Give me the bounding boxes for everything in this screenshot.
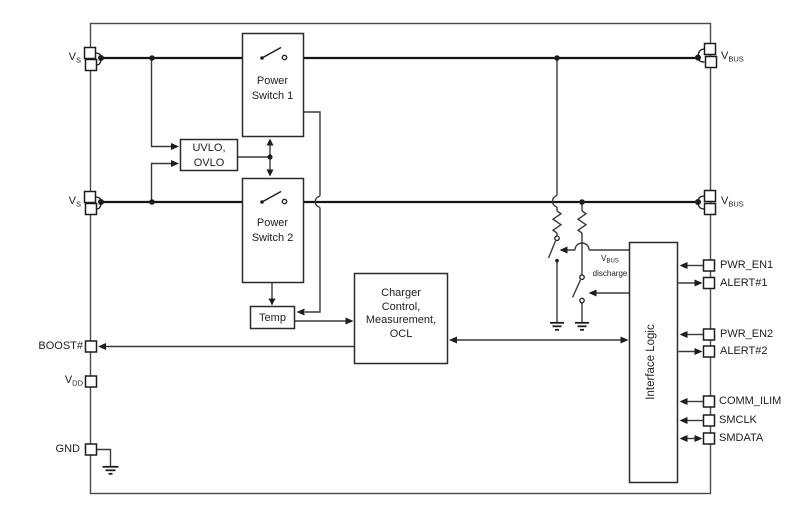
ps2-control-arrow — [266, 169, 274, 177]
signal-wires — [96, 58, 703, 466]
smdata-pin-pad — [702, 432, 716, 445]
alert1-pin-pad — [702, 276, 716, 290]
discharge2-switch-blade — [571, 279, 582, 298]
comm-ilim-pin-pad — [702, 395, 716, 408]
alert2-arrow — [694, 348, 703, 355]
uvlo-feed2-wire — [150, 162, 171, 202]
discharge1-upper-wire — [551, 58, 558, 211]
uvlo-feed2-arrow — [171, 160, 179, 167]
vbus2-pin-pad — [703, 189, 717, 203]
discharge2-resistor-icon — [576, 210, 588, 234]
discharge2-switch-icon — [579, 274, 585, 304]
alert1-arrow — [694, 279, 703, 287]
discharge2-ground-icon — [575, 321, 589, 331]
pin-label-comm-ilim: COMM_ILIM — [719, 395, 782, 407]
pin-label-gnd: GND — [55, 443, 80, 455]
charger-bidir-right-arrow — [620, 336, 629, 344]
pin-label-vbus2: VBUS — [721, 195, 744, 209]
power-switch-icons — [260, 46, 585, 304]
power-switch-1-block — [241, 32, 305, 138]
temp-input-arrow — [296, 308, 305, 316]
uvlo-ovlo-label: UVLO, OVLO — [192, 142, 226, 169]
charger-bidir-left-arrow — [449, 336, 457, 344]
vs1-pin-pad — [83, 46, 97, 60]
function-blocks — [179, 32, 679, 484]
pin-label-boost: BOOST# — [38, 340, 83, 352]
pin-label-vs1: VS — [68, 51, 81, 65]
power-nets — [101, 56, 698, 204]
pin-label-vdd: VDD — [64, 374, 83, 388]
temp-block — [249, 305, 296, 330]
discharge1-ground-icon — [550, 321, 564, 331]
ic-boundary — [89, 22, 712, 495]
vbus-discharge-label: VBUS discharge — [592, 254, 628, 278]
interface-logic-label: Interface Logic — [645, 324, 657, 400]
vs1-pin-pad2 — [84, 58, 98, 72]
discharge1-switch-icon — [554, 235, 560, 263]
arrowheads — [98, 138, 703, 442]
switch1-icon — [260, 46, 288, 61]
uvlo-ovlo-block — [179, 138, 239, 172]
charger-control-block — [353, 272, 449, 365]
power-switch-1-label: Power Switch 1 — [251, 75, 294, 102]
pin-label-alert1: ALERT#1 — [720, 277, 768, 289]
smclk-arrow — [679, 417, 688, 424]
switch2-icon — [260, 190, 288, 205]
temp-label: Temp — [259, 312, 286, 324]
gnd-pin-pad — [84, 443, 98, 456]
uvlo-feed1-wire — [150, 58, 171, 148]
gnd-pin-ground-icon — [102, 465, 119, 475]
pin-label-smclk: SMCLK — [719, 414, 757, 426]
discharge1-control-arrow — [559, 246, 568, 254]
alert2-pin-pad — [702, 345, 716, 358]
pwr-en1-arrow — [679, 262, 688, 269]
discharge1-switch-blade — [547, 240, 557, 259]
vbus1-pin-pad — [703, 42, 717, 56]
junction-dots — [98, 54, 701, 205]
pwr-en1-pin-pad — [702, 259, 716, 272]
pin-label-pwr-en1: PWR_EN1 — [720, 259, 774, 271]
smdata-right-arrow — [694, 435, 703, 442]
charger-control-label: Charger Control, Measurement, OCL — [365, 287, 437, 340]
vs2-pin-pad — [83, 190, 97, 204]
pwr-en2-pin-pad — [702, 328, 716, 341]
smclk-pin-pad — [702, 414, 716, 427]
comm-ilim-arrow — [679, 398, 688, 405]
vdd-pin-pad — [84, 375, 98, 388]
interface-logic-block — [628, 241, 679, 484]
discharge1-resistor-icon — [551, 210, 563, 234]
uvlo-feed1-arrow — [171, 143, 179, 150]
pwr-en2-arrow — [679, 331, 688, 338]
pin-label-smdata: SMDATA — [719, 432, 764, 444]
gnd-wire — [96, 448, 112, 466]
smdata-left-arrow — [679, 435, 688, 442]
pin-label-vbus1: VBUS — [721, 50, 744, 64]
vbus1-pin-pad2 — [704, 55, 718, 69]
pin-pads — [83, 42, 718, 456]
discharge1-control-wire — [567, 242, 629, 251]
ps1-temp-wire — [303, 111, 321, 313]
vs2-pin-pad2 — [84, 202, 98, 216]
ps1-control-arrow — [266, 138, 274, 146]
temp-top-arrow — [268, 298, 276, 306]
vbus2-pin-pad2 — [703, 202, 717, 216]
pin-label-pwr-en2: PWR_EN2 — [720, 328, 774, 340]
pin-label-vs2: VS — [68, 195, 81, 209]
discharge2-control-arrow — [588, 289, 597, 297]
pin-label-alert2: ALERT#2 — [720, 345, 768, 357]
boost-arrow — [98, 343, 106, 350]
ground-symbols — [102, 321, 589, 475]
charger-temp-arrow — [345, 317, 354, 325]
power-switch-2-label: Power Switch 2 — [251, 217, 294, 244]
boost-pin-pad — [84, 340, 98, 353]
